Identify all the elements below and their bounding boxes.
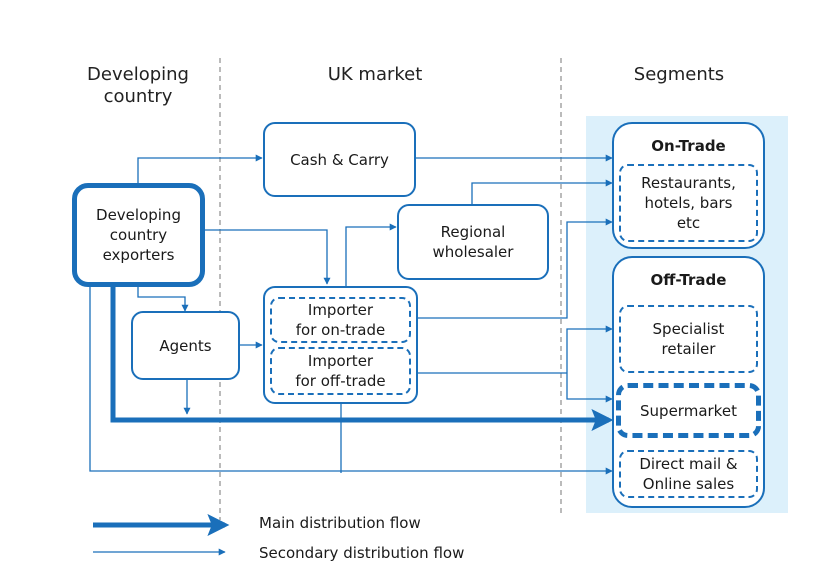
flow-to-supermarket bbox=[566, 373, 613, 403]
node-specialist-retailer-label: Specialist retailer bbox=[652, 320, 725, 358]
node-direct-mail: Direct mail & Online sales bbox=[619, 450, 758, 498]
node-direct-mail-label: Direct mail & Online sales bbox=[639, 455, 738, 493]
flow-exporters-cash-carry bbox=[137, 154, 263, 183]
header-segments: Segments bbox=[633, 64, 725, 85]
node-importer-on-trade-label: Importer for on-trade bbox=[295, 301, 386, 339]
node-restaurants-label: Restaurants, hotels, bars etc bbox=[641, 174, 736, 232]
header-developing-country: Developing country bbox=[87, 64, 189, 107]
node-agents-label: Agents bbox=[159, 336, 212, 355]
flow-exporters-importer bbox=[204, 229, 331, 285]
node-agents: Agents bbox=[131, 311, 240, 380]
node-regional-wholesaler-label: Regional wholesaler bbox=[432, 223, 514, 261]
node-regional-wholesaler: Regional wholesaler bbox=[397, 204, 549, 280]
node-specialist-retailer: Specialist retailer bbox=[619, 305, 758, 373]
segment-off-trade-title: Off-Trade bbox=[650, 271, 727, 289]
node-cash-carry-label: Cash & Carry bbox=[290, 150, 389, 169]
node-exporters: Developing country exporters bbox=[72, 183, 205, 287]
main-flow-exporters-supermarket bbox=[110, 287, 614, 431]
node-importer-off-trade: Importer for off-trade bbox=[270, 347, 411, 395]
legend-secondary-label: Secondary distribution flow bbox=[259, 544, 465, 562]
flow-to-specialist bbox=[566, 325, 613, 373]
segment-on-trade-title: On-Trade bbox=[651, 137, 726, 155]
node-supermarket-label: Supermarket bbox=[640, 401, 737, 420]
node-supermarket: Supermarket bbox=[616, 383, 761, 438]
node-exporters-label: Developing country exporters bbox=[96, 206, 181, 264]
node-cash-carry: Cash & Carry bbox=[263, 122, 416, 197]
flow-exporters-agents bbox=[137, 287, 189, 312]
node-importer-off-trade-label: Importer for off-trade bbox=[295, 352, 386, 390]
flow-importer-restaurants bbox=[418, 218, 613, 319]
header-uk-market: UK market bbox=[327, 64, 423, 85]
flow-importer-wholesaler bbox=[345, 223, 397, 286]
flow-wholesaler-restaurants bbox=[471, 179, 613, 204]
node-restaurants: Restaurants, hotels, bars etc bbox=[619, 164, 758, 242]
flow-exporters-direct-mail bbox=[89, 287, 613, 475]
node-importer-on-trade: Importer for on-trade bbox=[270, 297, 411, 343]
legend-main-label: Main distribution flow bbox=[259, 514, 421, 532]
